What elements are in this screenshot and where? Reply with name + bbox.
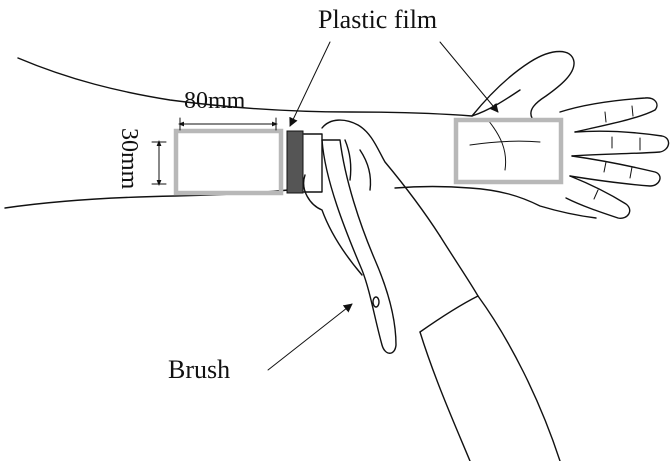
palm-crease [469,140,541,146]
ring-finger [569,155,661,187]
brush [303,133,397,354]
glove-fingers [321,119,441,237]
width-dimension [178,117,278,131]
forearm-top-edge [17,57,521,117]
index-finger [559,97,658,133]
glove-palm [303,174,363,276]
thumb [471,50,575,119]
height-dimension [151,140,167,186]
wrist-bottom-edge [394,185,597,219]
palm-crease-2 [487,119,507,171]
plastic-film-arrow [289,41,331,127]
hand [469,50,670,219]
brush-handle [321,139,397,354]
gloved-hand [303,119,561,461]
plastic-film-arrow-right [439,41,499,113]
glove-finger-creases [344,139,372,191]
knuckle-lines [593,105,641,200]
height-label: 30mm [116,128,142,190]
plastic-film-label: Plastic film [318,5,437,34]
little-finger [565,175,631,219]
brush-label: Brush [168,355,230,384]
sleeve [419,295,561,461]
middle-finger [571,130,670,157]
sleeve-cuff [419,235,479,333]
brush-arrow [267,303,353,371]
width-label: 80mm [184,88,246,114]
test-zone-left [173,128,284,196]
test-zone-right [453,117,564,185]
plastic-film-strip [286,130,304,194]
brush-head [303,133,323,193]
brush-hole [372,296,380,308]
